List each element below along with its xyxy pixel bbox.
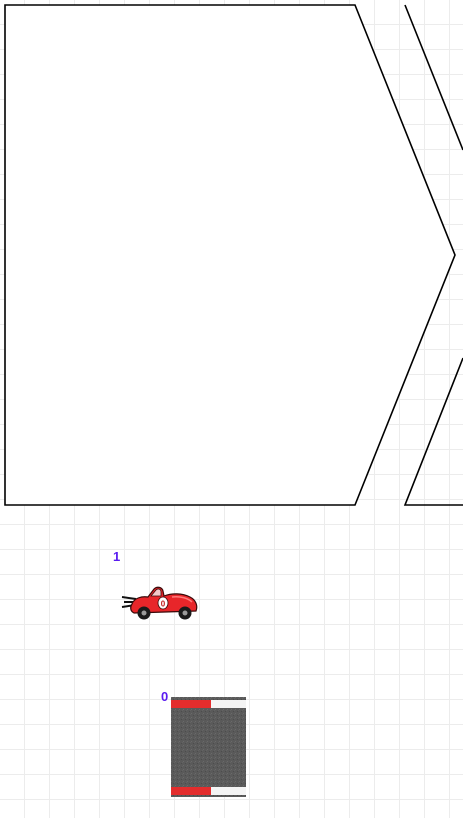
chevron-shape-partial[interactable] [404,4,463,151]
road-tile-sprite[interactable] [171,697,246,797]
chevron-arrow-shape[interactable] [4,4,456,506]
sprite-label-road: 0 [161,689,169,704]
race-car-icon: 0 [121,586,198,620]
road-tile-icon [171,697,246,797]
sprite-label-car: 1 [113,549,121,564]
chevron-shape-partial-lower[interactable] [403,357,463,506]
svg-text:0: 0 [161,600,166,609]
race-car-sprite[interactable]: 0 [120,580,200,624]
